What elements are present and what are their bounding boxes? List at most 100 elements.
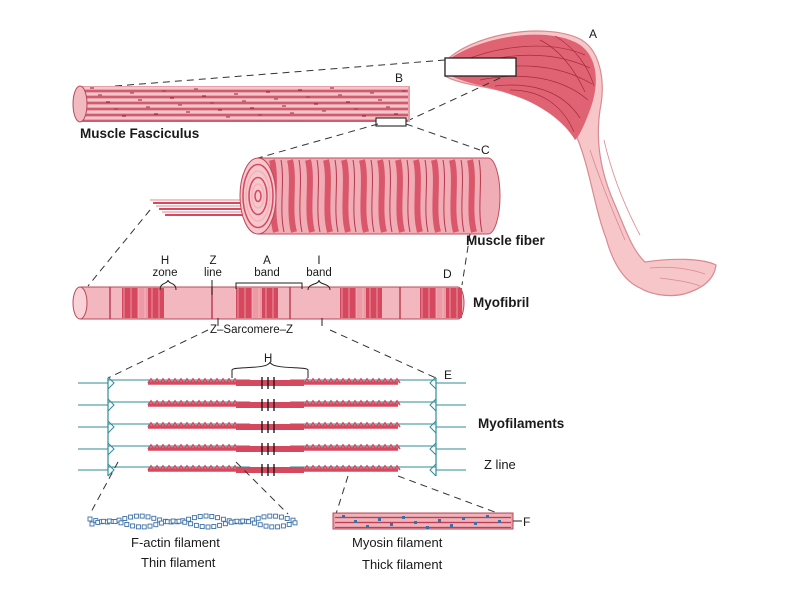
myosin-head-dot	[402, 516, 405, 519]
myofibril-end	[72, 286, 88, 320]
fiber-cross-section-ring	[248, 176, 268, 216]
fasciculus-sample-box	[375, 117, 407, 127]
fiber-cross-section-ring	[251, 183, 265, 209]
muscle-fiber	[150, 157, 501, 235]
a-band-bracket	[235, 282, 303, 289]
actin-bead	[292, 520, 298, 526]
connector-e-f	[89, 461, 501, 515]
actin-bead	[257, 522, 263, 528]
fiber-band	[395, 159, 405, 233]
actin-bead	[124, 522, 130, 527]
actin-bead	[133, 513, 139, 519]
actin-bead	[182, 519, 188, 525]
label-d: D	[443, 267, 452, 281]
fiber-band	[449, 159, 459, 233]
connector-d-e	[107, 329, 437, 379]
fiber-cross-section	[239, 157, 277, 235]
label-a-band-line1: A	[263, 255, 271, 267]
myosin-filament-detail	[332, 512, 522, 530]
label-h-filaments: H	[264, 353, 273, 365]
actin-bead	[128, 514, 134, 520]
myosin-head-dot	[414, 521, 417, 524]
myosin-head-dot	[390, 523, 393, 526]
actin-bead	[199, 524, 205, 530]
myosin-heads	[147, 421, 401, 428]
actin-bead	[269, 524, 275, 530]
myosin-bare-zone	[236, 467, 304, 473]
actin-bead	[153, 522, 159, 528]
fasciculus-end	[72, 85, 88, 123]
h-brace-filaments	[231, 361, 309, 378]
actin-bead	[145, 514, 151, 520]
connector-c-d	[87, 209, 471, 287]
label-f: F	[523, 515, 531, 529]
myofibril-h-zone	[436, 288, 446, 318]
actin-bead	[275, 524, 281, 530]
arm-forearm-lines	[589, 139, 706, 287]
fiber-cross-section-ring	[245, 170, 271, 222]
myosin-heads	[147, 377, 401, 384]
actin-bead	[151, 515, 157, 521]
label-muscle-fasciculus: Muscle Fasciculus	[80, 126, 200, 141]
actin-bead	[255, 515, 261, 521]
fiber-band	[467, 159, 477, 233]
fiber-band-edge	[352, 159, 357, 233]
z-line-branch	[429, 463, 437, 477]
myofibril-h-zone	[252, 288, 262, 318]
z-line-branch	[429, 420, 437, 434]
label-z-line-top-line1: Z	[209, 255, 217, 267]
actin-bead	[130, 523, 136, 529]
fiber-band-edge	[478, 159, 483, 233]
actin-bead	[87, 516, 93, 522]
actin-bead	[251, 520, 257, 526]
myosin-head-dot	[498, 520, 501, 523]
myosin-heads	[147, 443, 401, 450]
fiber-band	[359, 159, 369, 233]
actin-bead	[261, 514, 267, 520]
label-e: E	[444, 368, 453, 382]
label-h-zone-line2: zone	[152, 267, 178, 279]
myosin-head-dot	[426, 526, 429, 529]
fiber-cross-section-ring	[254, 189, 262, 203]
z-line-branch	[107, 442, 115, 456]
label-z-line-top-line2: line	[204, 267, 222, 279]
actin-bead	[217, 522, 223, 528]
actin-bead	[191, 515, 197, 521]
actin-bead	[193, 522, 199, 528]
label-thick-filament: Thick filament	[362, 557, 443, 572]
label-myofibril: Myofibril	[473, 295, 530, 310]
fiber-band-edge	[370, 159, 375, 233]
fiber-band	[323, 159, 333, 233]
fiber-band-edge	[298, 159, 303, 233]
label-myosin-filament: Myosin filament	[352, 535, 443, 550]
fiber-band	[287, 159, 297, 233]
z-line-branch	[429, 442, 437, 456]
label-i-band: I band	[298, 255, 340, 279]
myofibril-bands	[109, 287, 462, 319]
myosin-heads	[147, 464, 401, 471]
label-sarcomere: Z–Sarcomere–Z	[210, 324, 294, 336]
fiber-cross-section-ring	[242, 163, 274, 229]
fiber-band	[377, 159, 387, 233]
actin-bead	[211, 524, 217, 530]
fiber-band	[341, 159, 351, 233]
actin-bead	[222, 521, 228, 527]
myosin-strands	[335, 514, 511, 529]
actin-bead	[205, 524, 211, 530]
fiber-band-edge	[442, 159, 447, 233]
myofilaments	[78, 361, 466, 477]
fiber-band-edge	[280, 159, 285, 233]
label-f-actin-filament: F-actin filament	[131, 535, 220, 550]
myosin-head-dot	[342, 515, 345, 518]
fiber-cross-section-pattern	[242, 163, 274, 229]
myosin-heads	[147, 399, 401, 406]
z-line-branch	[107, 420, 115, 434]
actin-bead	[203, 513, 209, 519]
arm-illustration	[444, 30, 717, 297]
myofibril	[72, 279, 465, 326]
myofilament-rows	[78, 376, 466, 477]
z-line-branch	[107, 398, 115, 412]
fiber-band-edge	[460, 159, 465, 233]
actin-beads	[87, 513, 298, 530]
